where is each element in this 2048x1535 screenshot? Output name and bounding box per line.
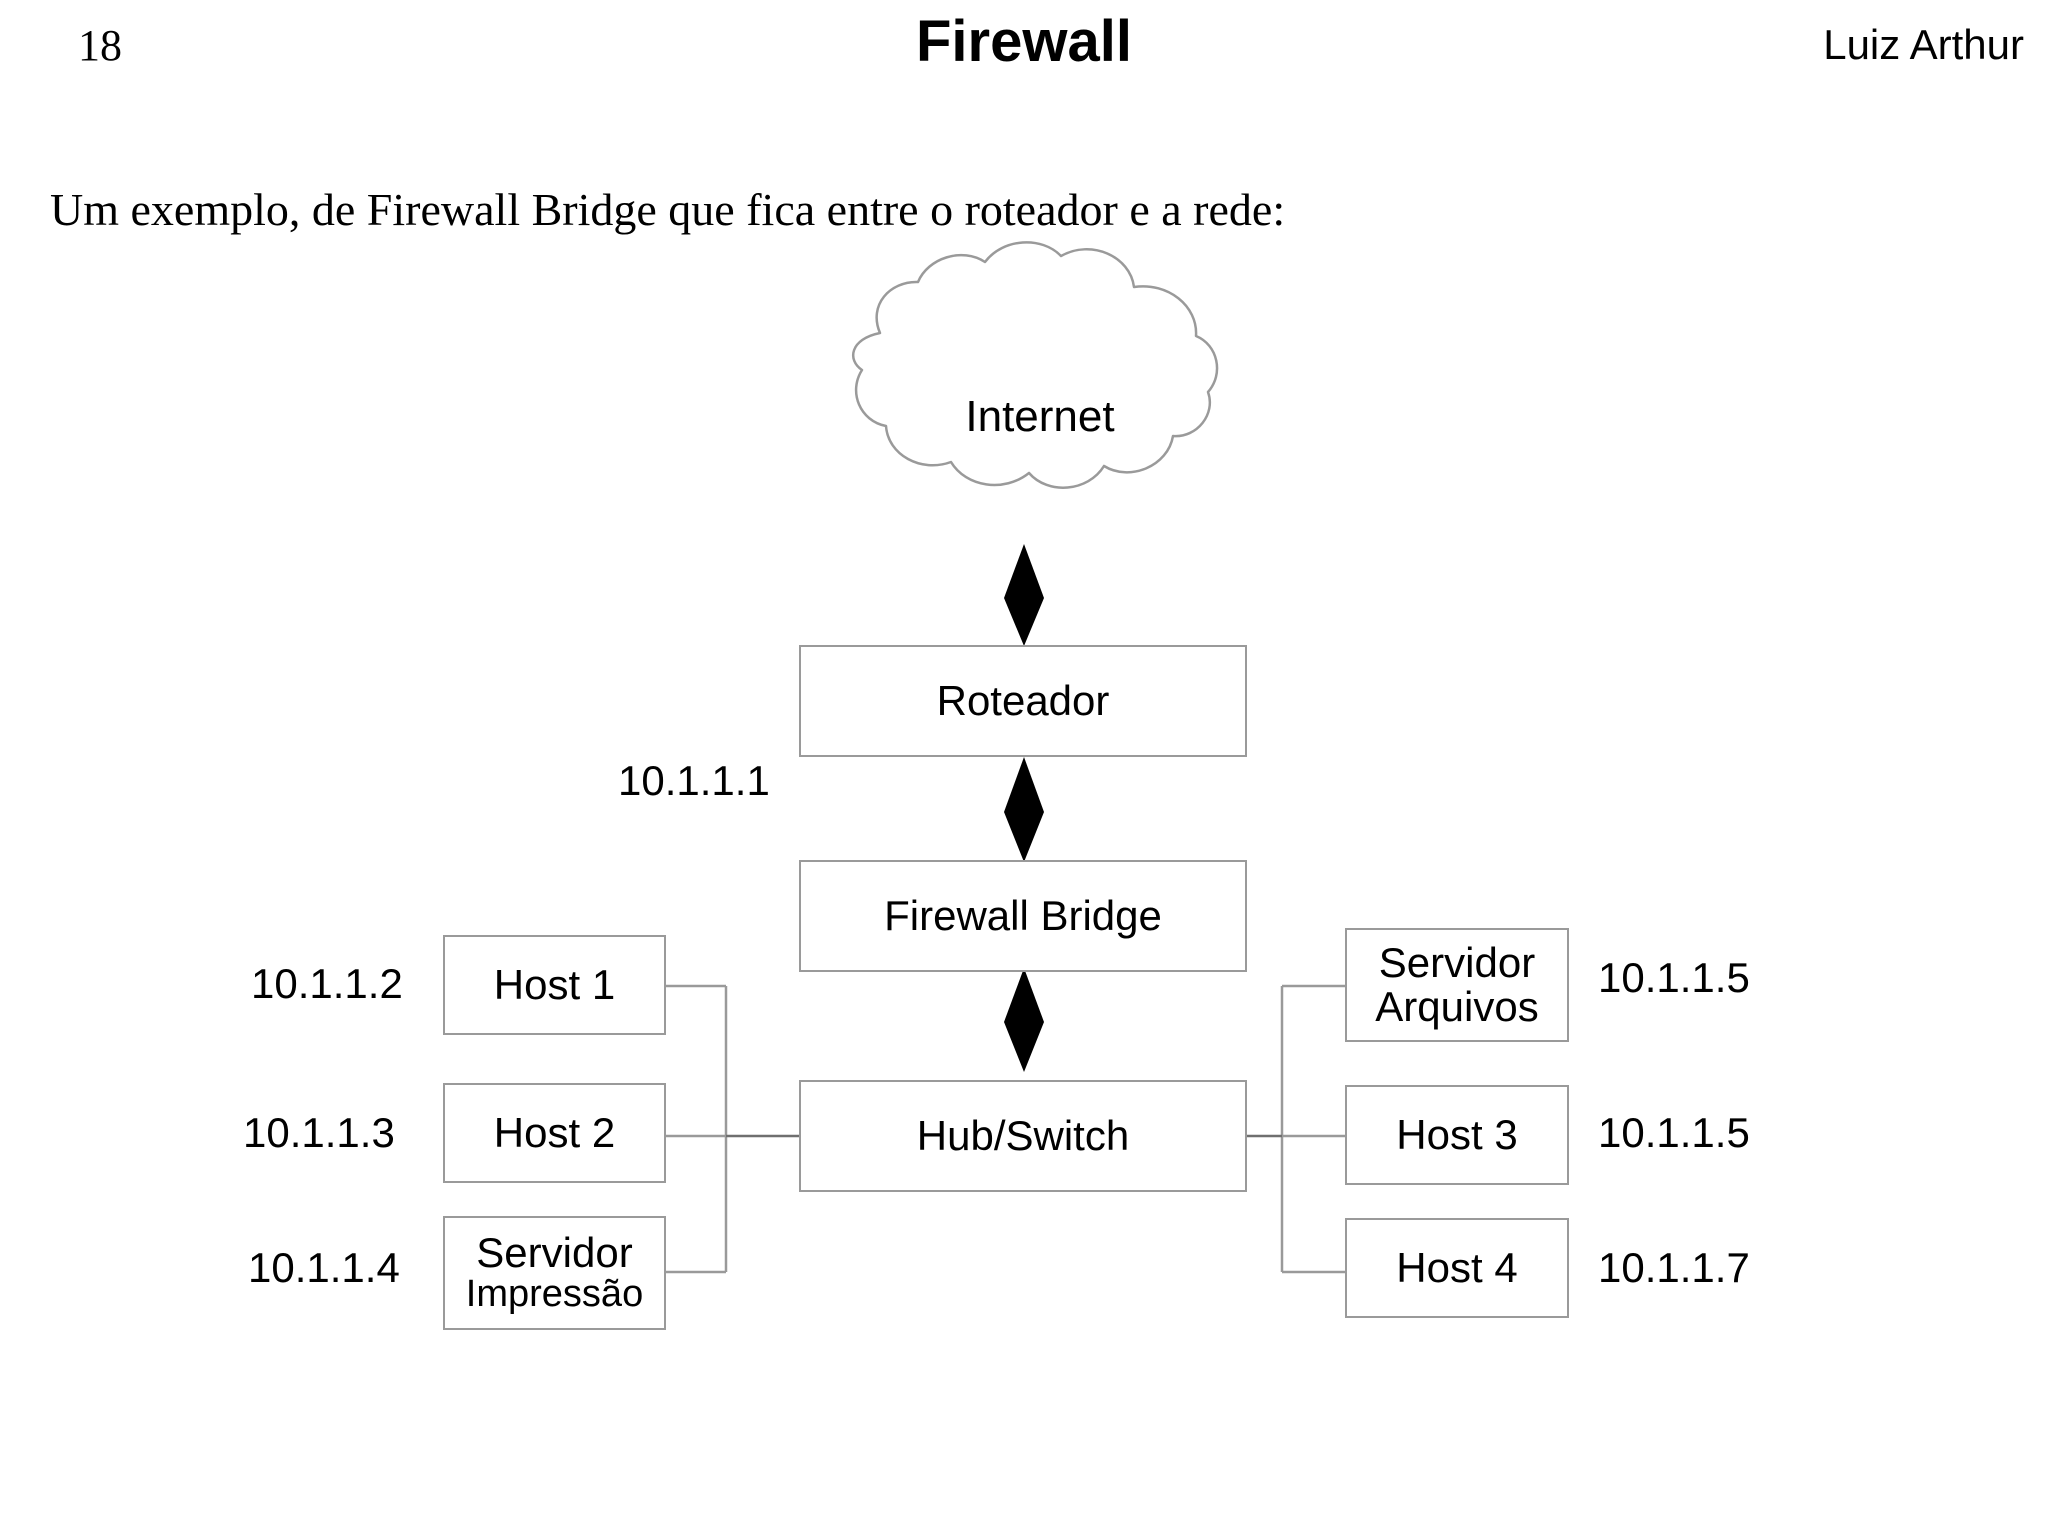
ip-label-host-3: 10.1.1.5 bbox=[1598, 1109, 1750, 1156]
ip-label-host-1: 10.1.1.2 bbox=[251, 960, 403, 1007]
node-file-server[interactable]: Servidor Arquivos bbox=[1345, 928, 1569, 1042]
node-hub-switch[interactable]: Hub/Switch bbox=[799, 1080, 1247, 1192]
ip-label-router: 10.1.1.1 bbox=[618, 757, 770, 804]
arrowhead-up-cloud bbox=[1004, 544, 1044, 598]
ip-label-host-2: 10.1.1.3 bbox=[243, 1109, 395, 1156]
page-title: Firewall bbox=[916, 9, 1132, 74]
node-print-server[interactable]: Servidor Impressão bbox=[443, 1216, 666, 1330]
node-router-label: Roteador bbox=[936, 676, 1110, 724]
author-name: Luiz Arthur bbox=[1823, 21, 2024, 68]
internet-cloud-shape bbox=[852, 241, 1219, 489]
node-print-server-label-line2: Impressão bbox=[465, 1273, 644, 1316]
node-host-1[interactable]: Host 1 bbox=[443, 935, 666, 1035]
node-hub-switch-label: Hub/Switch bbox=[916, 1111, 1130, 1159]
ip-label-host-4: 10.1.1.7 bbox=[1598, 1244, 1750, 1291]
node-firewall-bridge[interactable]: Firewall Bridge bbox=[799, 860, 1247, 972]
node-host-2-label: Host 2 bbox=[493, 1108, 616, 1156]
node-file-server-label-line2: Arquivos bbox=[1375, 983, 1539, 1030]
arrowhead-down-router bbox=[1004, 598, 1044, 646]
arrowhead-down-firewall bbox=[1004, 812, 1044, 862]
page-number: 18 bbox=[78, 21, 122, 70]
arrowhead-up-router bbox=[1004, 757, 1044, 812]
node-print-server-label-line1: Servidor bbox=[476, 1229, 633, 1276]
node-host-4[interactable]: Host 4 bbox=[1345, 1218, 1569, 1318]
arrowhead-down-hub bbox=[1004, 1022, 1044, 1072]
intro-paragraph: Um exemplo, de Firewall Bridge que fica … bbox=[50, 184, 1286, 235]
node-host-3-label: Host 3 bbox=[1396, 1110, 1518, 1158]
node-host-2[interactable]: Host 2 bbox=[443, 1083, 666, 1183]
ip-label-print-server: 10.1.1.4 bbox=[248, 1244, 400, 1291]
node-router[interactable]: Roteador bbox=[799, 645, 1247, 757]
node-host-4-label: Host 4 bbox=[1396, 1243, 1518, 1291]
node-file-server-label-line1: Servidor bbox=[1378, 938, 1536, 986]
node-host-1-label: Host 1 bbox=[493, 960, 616, 1008]
node-host-3[interactable]: Host 3 bbox=[1345, 1085, 1569, 1185]
arrowhead-up-firewall bbox=[1004, 968, 1044, 1022]
node-firewall-bridge-label: Firewall Bridge bbox=[884, 891, 1162, 939]
internet-cloud-label: Internet bbox=[965, 392, 1115, 441]
ip-label-file-server: 10.1.1.5 bbox=[1598, 954, 1750, 1001]
